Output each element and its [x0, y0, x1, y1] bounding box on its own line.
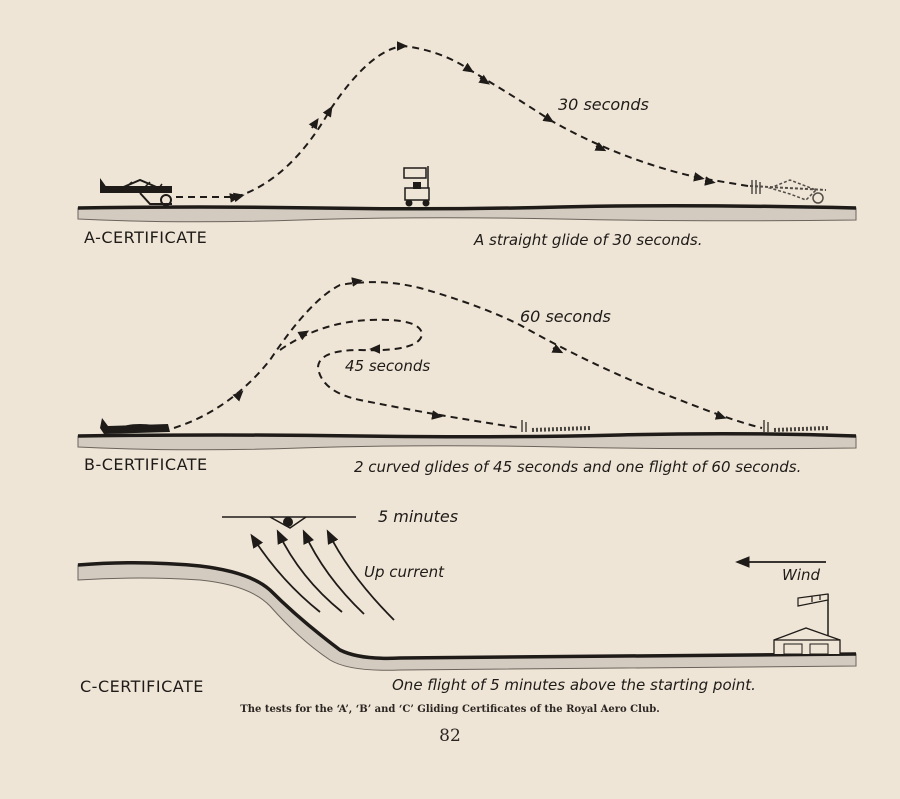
b-certificate-label: B-CERTIFICATE: [84, 455, 208, 474]
c-wind-label: Wind: [782, 566, 821, 584]
glider-icon: [100, 178, 172, 206]
landed-glider-icon: [749, 179, 827, 204]
a-description: A straight glide of 30 seconds.: [473, 231, 702, 249]
c-updraft-label: Up current: [364, 563, 445, 581]
panel-c: 5 minutes Up current Wind C-CERTIFICATE …: [77, 507, 857, 696]
a-certificate-label: A-CERTIFICATE: [84, 228, 207, 247]
ground-line-c: [77, 560, 857, 661]
c-description: One flight of 5 minutes above the starti…: [392, 676, 756, 694]
ground-line-b: [77, 431, 857, 439]
b-long-glide-label: 60 seconds: [520, 307, 611, 326]
c-duration-label: 5 minutes: [378, 507, 458, 526]
c-certificate-label: C-CERTIFICATE: [80, 677, 204, 696]
observer-cart-icon: [403, 166, 430, 207]
b-description: 2 curved glides of 45 seconds and one fl…: [354, 458, 801, 476]
landed-glider-b2-icon: [763, 420, 829, 432]
panel-a: 30 seconds A-CERTIFICATE A straight glid…: [77, 41, 857, 249]
glider-b-icon: [100, 418, 170, 434]
ground-line-a: [77, 203, 857, 211]
landed-glider-b1-icon: [521, 420, 591, 432]
b-curved-glide-label: 45 seconds: [345, 357, 430, 375]
a-duration-label: 30 seconds: [558, 95, 649, 114]
flight-path-b-curved: [279, 318, 521, 429]
flight-path-a: [176, 41, 749, 203]
figure-caption: The tests for the ‘A’, ‘B’ and ‘C’ Glidi…: [240, 704, 660, 715]
panel-b: 60 seconds 45 seconds B-CERTIFICATE 2 cu…: [77, 277, 857, 476]
soaring-glider-icon: [222, 516, 356, 529]
hangar-icon: [773, 627, 841, 655]
flight-path-b-long: [173, 281, 763, 429]
up-current-arrows: [250, 529, 395, 621]
page-number: 82: [439, 726, 461, 746]
